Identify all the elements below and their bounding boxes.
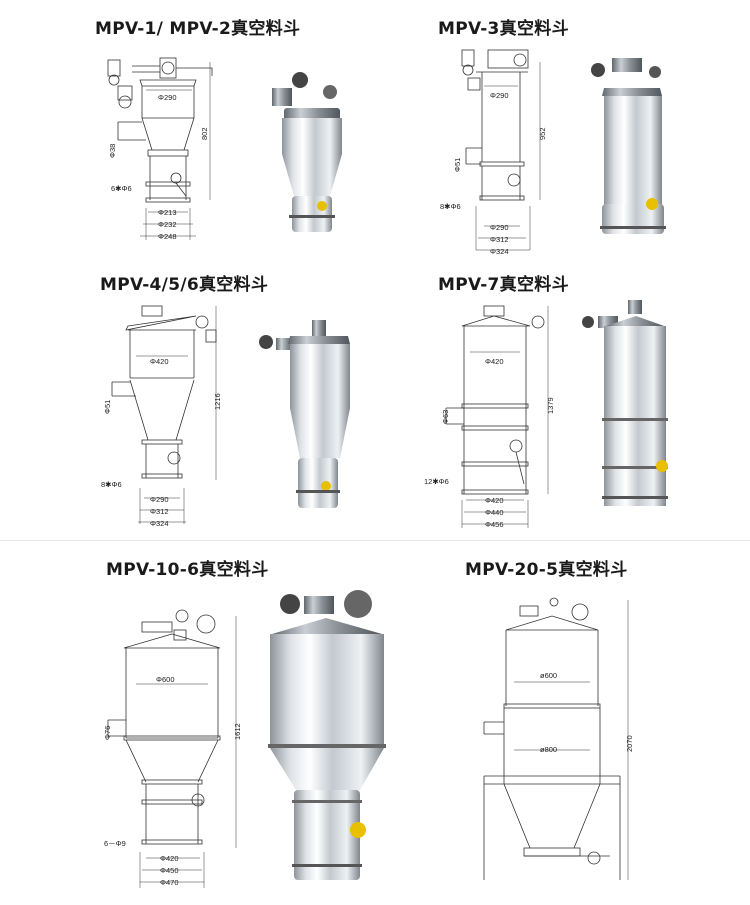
panel-3-bottom-dia-2: Φ312 bbox=[150, 507, 169, 516]
panel-6-top-dia: ø600 bbox=[540, 671, 557, 680]
panel-2-holes: 8✱Φ6 bbox=[440, 202, 461, 211]
panel-2-bottom-dia-3: Φ324 bbox=[490, 247, 509, 256]
panel-5-height: 1612 bbox=[233, 723, 242, 740]
panel-3-top-dia: Φ420 bbox=[150, 357, 169, 366]
panel-5-title: MPV-10-6真空料斗 bbox=[106, 560, 269, 580]
panel-6-title: MPV-20-5真空料斗 bbox=[465, 560, 628, 580]
panel-4-bottom-dia-1: Φ420 bbox=[485, 496, 504, 505]
panel-5-holes: 6－Φ9 bbox=[104, 839, 126, 848]
panel-1-drawing bbox=[107, 57, 213, 240]
panel-6-height: 2070 bbox=[625, 735, 634, 752]
panel-3-photo bbox=[259, 320, 350, 508]
panel-4-photo bbox=[582, 300, 668, 506]
panel-3-drawing bbox=[111, 305, 217, 524]
panel-4-holes: 12✱Φ6 bbox=[424, 477, 449, 486]
panel-4-bottom-dia-3: Φ456 bbox=[485, 520, 504, 529]
panel-5-bottom-dia-1: Φ420 bbox=[160, 854, 179, 863]
panel-1-photo bbox=[272, 72, 342, 232]
panel-4-side-pipe: Φ63 bbox=[441, 410, 450, 424]
panel-1-holes: 6✱Φ6 bbox=[111, 184, 132, 193]
panel-1-top-dia: Φ290 bbox=[158, 93, 177, 102]
panel-1-side-pipe: Φ38 bbox=[108, 144, 117, 158]
panel-3-holes: 8✱Φ6 bbox=[101, 480, 122, 489]
panel-3-bottom-dia-1: Φ290 bbox=[150, 495, 169, 504]
panel-2-bottom-dia-1: Φ290 bbox=[490, 223, 509, 232]
panel-5-photo bbox=[268, 590, 386, 880]
panel-5-bottom-dia-2: Φ450 bbox=[160, 866, 179, 875]
panel-4-drawing bbox=[445, 305, 549, 528]
panel-2-title: MPV-3真空料斗 bbox=[438, 19, 569, 39]
panel-4-height: 1379 bbox=[546, 397, 555, 414]
panel-1-bottom-dia-2: Φ232 bbox=[158, 220, 177, 229]
section-divider bbox=[0, 540, 750, 541]
panel-5-top-dia: Φ600 bbox=[156, 675, 175, 684]
panel-2-height: 952 bbox=[538, 127, 547, 140]
panel-4-top-dia: Φ420 bbox=[485, 357, 504, 366]
panel-3-height: 1216 bbox=[213, 393, 222, 410]
panel-2-top-dia: Φ290 bbox=[490, 91, 509, 100]
panel-1-bottom-dia-3: Φ248 bbox=[158, 232, 177, 241]
panel-2-photo bbox=[591, 58, 666, 234]
panel-2-side-pipe: Φ51 bbox=[453, 158, 462, 172]
panel-6-mid-dia: ø800 bbox=[540, 745, 557, 754]
panel-6-drawing bbox=[483, 597, 629, 880]
panel-2-drawing bbox=[461, 49, 541, 251]
panel-1-title: MPV-1/ MPV-2真空料斗 bbox=[95, 19, 301, 39]
panel-3-bottom-dia-3: Φ324 bbox=[150, 519, 169, 528]
panel-1-height: 802 bbox=[200, 127, 209, 140]
panel-5-drawing bbox=[107, 609, 237, 888]
panel-3-side-pipe: Φ51 bbox=[103, 400, 112, 414]
panel-2-bottom-dia-2: Φ312 bbox=[490, 235, 509, 244]
panel-4-title: MPV-7真空料斗 bbox=[438, 275, 569, 295]
panel-5-bottom-dia-3: Φ470 bbox=[160, 878, 179, 887]
panel-1-bottom-dia-1: Φ213 bbox=[158, 208, 177, 217]
panel-3-title: MPV-4/5/6真空料斗 bbox=[100, 275, 269, 295]
panel-5-side-pipe: Φ76 bbox=[103, 726, 112, 740]
panel-4-bottom-dia-2: Φ440 bbox=[485, 508, 504, 517]
